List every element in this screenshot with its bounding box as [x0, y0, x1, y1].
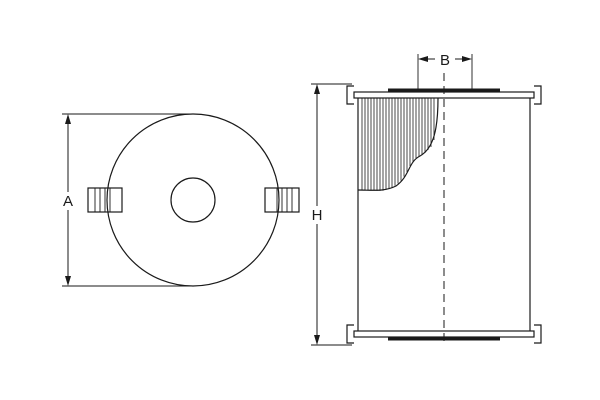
pleated-media: [361, 98, 435, 191]
outer-circle: [106, 113, 280, 287]
left-tab: [87, 187, 123, 213]
dimension-b-label: B: [440, 52, 450, 69]
dimension-h: [309, 83, 352, 346]
center-bore-circle: [170, 177, 216, 223]
top-view: A: [60, 113, 300, 287]
dimension-a: [60, 113, 193, 287]
side-view: B H: [309, 50, 542, 346]
dimension-a-label: A: [63, 193, 73, 210]
dimension-b: [417, 50, 473, 92]
dimension-h-label: H: [312, 207, 323, 224]
right-tab: [264, 187, 300, 213]
cutaway-boundary: [357, 97, 439, 191]
